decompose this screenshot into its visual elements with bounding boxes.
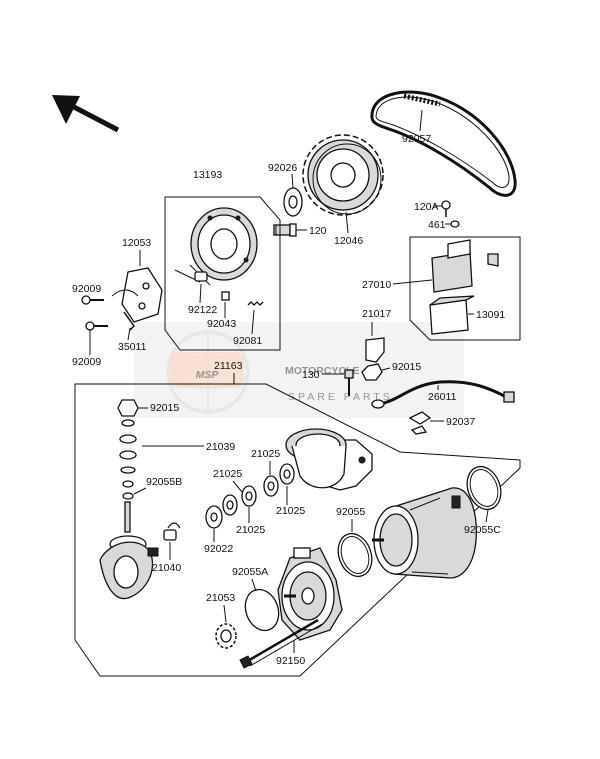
watermark-logo: MSP [196, 369, 220, 381]
label-21025-b: 21025 [213, 468, 242, 480]
gear-21053-part [215, 623, 237, 649]
chain-part [370, 90, 517, 197]
label-92022: 92022 [204, 543, 233, 555]
motor-yoke-part [372, 487, 477, 579]
starter-clutch-part [190, 207, 258, 281]
label-27010: 27010 [362, 279, 391, 291]
label-21025-c: 21025 [276, 505, 305, 517]
label-26011: 26011 [428, 391, 457, 403]
label-92081: 92081 [233, 335, 262, 347]
label-92009-upper: 92009 [72, 283, 101, 295]
spring-cap-92043-part [221, 291, 230, 301]
label-92057: 92057 [402, 133, 431, 145]
label-92015-lower: 92015 [150, 402, 179, 414]
washer-92022-part [205, 505, 223, 529]
cable-26011-part [371, 380, 515, 409]
label-21025-d: 21025 [236, 524, 265, 536]
oring-92055B-part [122, 492, 134, 500]
screw-92009b-part [85, 321, 108, 331]
washer-stack-part [119, 419, 137, 488]
label-120: 120 [309, 225, 327, 237]
label-13091: 13091 [476, 309, 505, 321]
bracket-12053-part [111, 267, 163, 323]
label-21163: 21163 [214, 360, 243, 372]
label-92055: 92055 [336, 506, 365, 518]
washer-92026-part [283, 187, 303, 217]
oring-92055C-part [466, 465, 502, 511]
label-21017: 21017 [362, 308, 391, 320]
brush-21040-part [163, 522, 181, 541]
front-housing-part [277, 547, 343, 641]
screw-120A-part [441, 200, 451, 217]
grommet-92037-part [408, 411, 432, 435]
label-92150: 92150 [276, 655, 305, 667]
label-35011: 35011 [118, 341, 147, 353]
relay-cover-13091-part [429, 295, 475, 335]
label-92055C: 92055C [464, 524, 501, 536]
label-92055A: 92055A [232, 566, 268, 578]
sprocket-part [302, 134, 384, 216]
relay-27010-part [431, 239, 499, 293]
spring-92081-part [247, 301, 264, 306]
label-92026: 92026 [268, 162, 297, 174]
label-21053: 21053 [206, 592, 235, 604]
clip-35011-part [123, 311, 135, 331]
label-13193: 13193 [193, 169, 222, 181]
label-92043: 92043 [207, 318, 236, 330]
watermark-line2: SPARE PARTS [288, 391, 393, 403]
label-12053: 12053 [122, 237, 151, 249]
oring-92055A-part [244, 588, 280, 632]
terminal-boot-21017-part [365, 337, 385, 363]
nut-92015-lower-part [117, 399, 139, 417]
label-92055B: 92055B [146, 476, 182, 488]
label-461: 461 [428, 219, 446, 231]
label-92122: 92122 [188, 304, 217, 316]
washer-21025-parts [222, 463, 295, 516]
label-21025-a: 21025 [251, 448, 280, 460]
label-21040: 21040 [152, 562, 181, 574]
oring-92055-part [337, 532, 373, 578]
label-12046: 12046 [334, 235, 363, 247]
label-92009-lower: 92009 [72, 356, 101, 368]
end-cover-part [285, 428, 373, 491]
brush-holder-part [99, 501, 159, 600]
nut-92015-upper-part [361, 363, 383, 381]
direction-arrow-icon [52, 95, 120, 133]
label-92015-upper: 92015 [392, 361, 421, 373]
label-130: 130 [302, 369, 320, 381]
washer-461-part [450, 220, 460, 228]
bolt-130-part [344, 369, 354, 396]
label-92037: 92037 [446, 416, 475, 428]
label-21039: 21039 [206, 441, 235, 453]
roller-92122-part [194, 271, 208, 282]
through-bolt-92150-part [239, 618, 323, 669]
bolt-120-part [273, 223, 297, 237]
screw-92009a-part [81, 295, 104, 305]
label-120A: 120A [414, 201, 439, 213]
